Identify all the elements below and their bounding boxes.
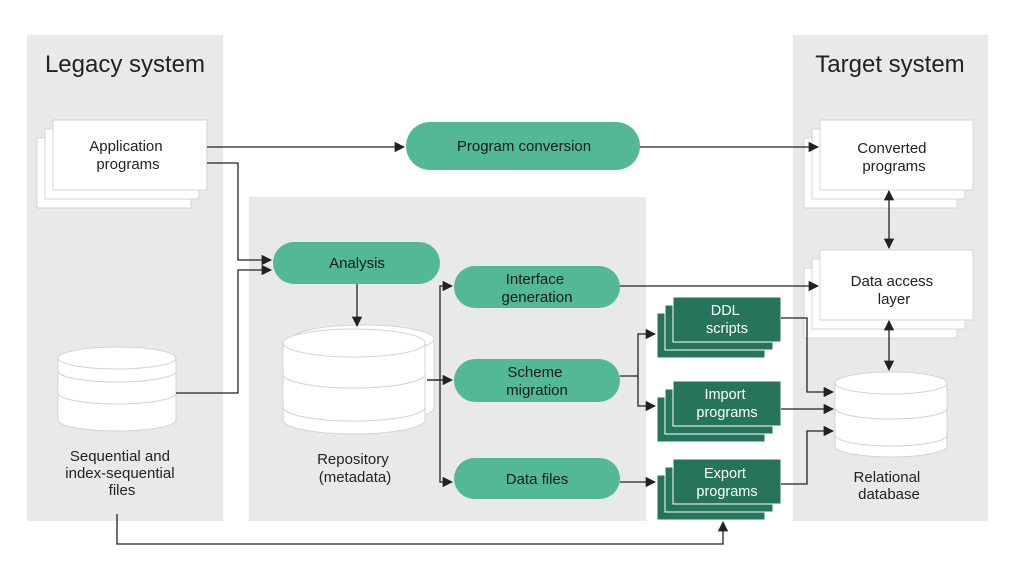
interface-generation-node bbox=[454, 266, 620, 308]
converted-programs-label-2: programs bbox=[862, 158, 925, 175]
connector-scheme-to-import bbox=[637, 376, 657, 412]
app-programs-label-2: programs bbox=[96, 156, 159, 173]
export-programs-label-2: programs bbox=[696, 484, 757, 500]
svg-text:Export programs: Export programs bbox=[696, 466, 757, 500]
ddl-scripts-stack: DDL scripts bbox=[656, 296, 782, 359]
repository-label-2: (metadata) bbox=[319, 469, 392, 486]
relational-db-label-2: database bbox=[858, 486, 920, 503]
svg-text:Data access layer: Data access layer bbox=[851, 273, 938, 308]
connector-export-to-db bbox=[781, 425, 835, 485]
legacy-title: Legacy system bbox=[45, 51, 205, 78]
svg-text:Repository (metadata): Repository (metadata) bbox=[317, 451, 393, 486]
ddl-scripts-label-1: DDL bbox=[711, 303, 740, 319]
svg-text:Application programs: Application programs bbox=[89, 138, 167, 173]
data-access-label-1: Data access bbox=[851, 273, 934, 290]
scheme-migration-label-1: Scheme bbox=[507, 364, 562, 381]
connector-scheme-to-ddl bbox=[620, 328, 657, 377]
connector-files-to-analysis bbox=[176, 264, 273, 394]
import-programs-label-2: programs bbox=[696, 405, 757, 421]
interface-generation-label-1: Interface bbox=[506, 271, 564, 288]
svg-text:Sequential and index-seque: Sequential and index-sequential files bbox=[65, 448, 178, 499]
analysis-label: Analysis bbox=[329, 255, 385, 272]
relational-database bbox=[834, 371, 948, 458]
svg-text:Scheme migration: Scheme migration bbox=[506, 364, 568, 399]
data-access-label-2: layer bbox=[878, 291, 911, 308]
application-programs-stack: Application programs bbox=[36, 119, 208, 209]
svg-text:Import programs: Import programs bbox=[696, 387, 757, 421]
data-access-layer-stack: Data access layer bbox=[803, 249, 974, 339]
relational-db-label-1: Relational bbox=[854, 469, 921, 486]
connector-app-to-analysis bbox=[207, 162, 273, 266]
connector-ddl-to-db bbox=[781, 317, 835, 398]
export-programs-stack: Export programs bbox=[656, 458, 782, 521]
app-programs-label-1: Application bbox=[89, 138, 162, 155]
data-files-node bbox=[454, 458, 620, 499]
svg-text:Relational database: Relational database bbox=[854, 469, 925, 503]
connector-files-to-export bbox=[116, 514, 729, 545]
ddl-scripts-label-2: scripts bbox=[706, 321, 748, 337]
seq-files-label-1: Sequential and bbox=[70, 448, 170, 465]
converted-programs-label-1: Converted bbox=[857, 140, 926, 157]
seq-files-label-2: index-sequential bbox=[65, 465, 174, 482]
import-programs-stack: Import programs bbox=[656, 380, 782, 443]
connectors bbox=[116, 141, 895, 545]
svg-text:DDL scripts: DDL scripts bbox=[706, 303, 748, 337]
seq-files-label-3: files bbox=[109, 482, 136, 499]
program-conversion-node bbox=[406, 122, 640, 170]
connector-repository-to-datafiles bbox=[439, 380, 454, 488]
export-programs-label-1: Export bbox=[704, 466, 746, 482]
analysis-node bbox=[273, 242, 440, 284]
repository-label-1: Repository bbox=[317, 451, 389, 468]
svg-text:Interface generation: Interface generation bbox=[502, 271, 573, 306]
program-conversion-label: Program conversion bbox=[457, 138, 591, 155]
sequential-files-database bbox=[57, 346, 177, 432]
svg-text:Converted programs: Converted programs bbox=[857, 140, 930, 175]
interface-generation-label-2: generation bbox=[502, 289, 573, 306]
repository-database bbox=[282, 324, 435, 435]
scheme-migration-label-2: migration bbox=[506, 382, 568, 399]
scheme-migration-node bbox=[454, 359, 620, 402]
data-files-label: Data files bbox=[506, 471, 569, 488]
legacy-panel bbox=[27, 35, 223, 521]
import-programs-label-1: Import bbox=[704, 387, 745, 403]
target-title: Target system bbox=[815, 51, 964, 78]
converted-programs-stack: Converted programs bbox=[803, 119, 974, 209]
